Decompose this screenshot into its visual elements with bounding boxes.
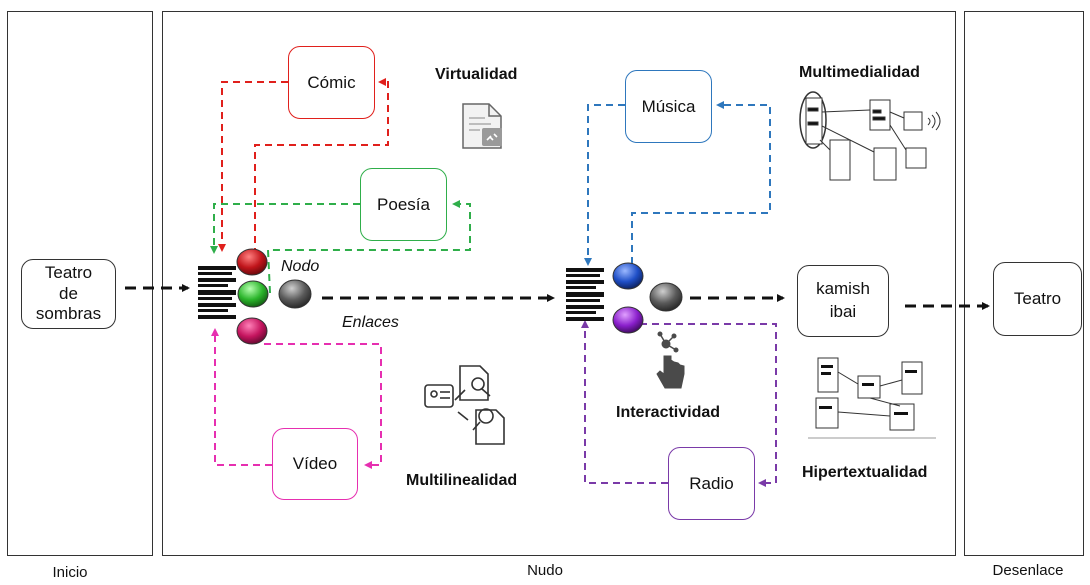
multimedia-map-icon — [799, 91, 941, 181]
node1-text-icon — [198, 266, 236, 319]
node2-blue-button — [612, 262, 644, 290]
radio-box: Radio — [668, 447, 755, 520]
hipertextualidad-label: Hipertextualidad — [802, 464, 928, 481]
touch-hand-icon — [656, 331, 685, 389]
multimedialidad-label: Multimedialidad — [799, 64, 920, 81]
kamishibai-box: kamish ibai — [797, 265, 889, 337]
video-box: Vídeo — [272, 428, 358, 500]
node2-purple-button — [612, 306, 644, 334]
desenlace-label: Desenlace — [992, 562, 1064, 579]
nodo-label: Nodo — [281, 258, 320, 275]
node1-magenta-button — [236, 317, 268, 345]
document-link-icon — [462, 103, 502, 149]
kamishibai-line-1: kamish — [816, 279, 870, 299]
node2-text-icon — [566, 268, 604, 321]
teatro-de-sombras-line-2: de — [59, 283, 78, 303]
teatro-box: Teatro — [993, 262, 1082, 336]
main-flow-arrows — [125, 284, 990, 310]
radio-links — [581, 320, 777, 487]
node1-buttons — [236, 248, 312, 345]
node2-gray-button — [649, 282, 683, 312]
poesia-box: Poesía — [360, 168, 447, 241]
interactividad-label: Interactividad — [616, 404, 721, 421]
hypertext-network-icon — [808, 357, 936, 439]
musica-links — [584, 101, 771, 266]
teatro-de-sombras-line-3: sombras — [35, 304, 102, 324]
teatro-de-sombras-box: Teatro de sombras — [21, 259, 116, 329]
multilinealidad-label: Multilinealidad — [406, 472, 518, 489]
comic-links — [218, 78, 389, 255]
teatro-de-sombras-line-1: Teatro — [44, 263, 93, 283]
musica-box: Música — [625, 70, 712, 143]
node2-buttons — [612, 262, 683, 334]
node1-gray-button — [278, 279, 312, 309]
poesia-links — [210, 200, 471, 294]
comic-box: Cómic — [288, 46, 375, 119]
enlaces-label: Enlaces — [342, 314, 399, 331]
search-documents-icon — [424, 365, 505, 445]
node1-red-button — [236, 248, 268, 276]
kamishibai-line-2: ibai — [829, 302, 857, 321]
node1-green-button — [237, 280, 269, 308]
inicio-label: Inicio — [52, 564, 88, 581]
video-links — [211, 328, 382, 469]
virtualidad-label: Virtualidad — [435, 66, 518, 83]
nudo-label: Nudo — [527, 562, 563, 579]
